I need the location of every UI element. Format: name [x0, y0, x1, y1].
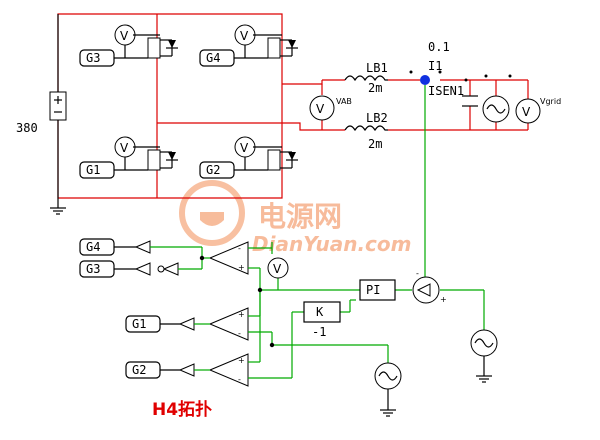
carrier-sine-source — [374, 362, 402, 417]
switch-q2: V G2 — [199, 136, 298, 179]
watermark: 电源网 DianYuan.com — [179, 180, 411, 256]
watermark-en: DianYuan.com — [252, 232, 411, 256]
sensor-label: ISEN1 — [428, 84, 464, 98]
driver-label-g3: G3 — [86, 262, 100, 276]
svg-text:-: - — [238, 244, 241, 253]
watermark-cn: 电源网 — [258, 200, 342, 233]
svg-text:+: + — [440, 295, 447, 304]
lb2-name: LB2 — [366, 111, 388, 125]
summing-junction: + - — [412, 269, 447, 304]
k-label: K — [316, 305, 324, 319]
gate-label-g4: G4 — [206, 51, 220, 65]
inductor-lb2: LB2 2m — [344, 111, 388, 151]
driver-label-g4: G4 — [86, 240, 100, 254]
pi-label: PI — [366, 283, 380, 297]
gate-label-g1: G1 — [86, 163, 100, 177]
control-v-probe: V — [267, 257, 289, 279]
k-value: -1 — [312, 325, 326, 339]
svg-text:-: - — [238, 375, 241, 384]
comparators: - + + - + - — [208, 241, 249, 387]
svg-text:+: + — [238, 310, 245, 319]
current-sensor: 0.1 I1 ISEN1 — [409, 40, 464, 282]
lb1-name: LB1 — [366, 61, 388, 75]
svg-text:V: V — [240, 29, 249, 43]
svg-text:+: + — [238, 356, 245, 365]
svg-text:V: V — [240, 141, 249, 155]
pi-controller: PI — [359, 279, 396, 301]
svg-text:+: + — [238, 263, 245, 272]
vgrid-label: Vgrid — [540, 97, 561, 106]
svg-text:V: V — [120, 141, 129, 155]
inductor-lb1: LB1 2m — [344, 61, 388, 95]
reference-sine-source — [470, 329, 498, 383]
switch-q3: V G3 — [79, 24, 178, 67]
driver-label-g1: G1 — [132, 317, 146, 331]
diagram-title: H4拓扑 — [152, 399, 212, 420]
sensor-gain: 0.1 — [428, 40, 450, 54]
vgrid-meter: V Vgrid — [515, 97, 561, 124]
gate-label-g2: G2 — [206, 163, 220, 177]
vab-meter: V VAB — [309, 95, 352, 121]
driver-label-g2: G2 — [132, 363, 146, 377]
grid-source — [482, 95, 510, 123]
svg-text:V: V — [120, 29, 129, 43]
control-wiring — [150, 242, 485, 379]
svg-text:V: V — [316, 102, 325, 116]
vab-label: VAB — [336, 97, 352, 106]
gate-drivers: G4 G3 G1 G2 — [79, 238, 195, 379]
svg-text:-: - — [416, 269, 419, 278]
lb1-value: 2m — [368, 81, 382, 95]
svg-text:V: V — [273, 262, 282, 276]
switch-q4: V G4 — [199, 24, 298, 67]
svg-text:-: - — [238, 329, 241, 338]
dc-voltage-source: 380 — [16, 14, 67, 198]
dc-voltage-label: 380 — [16, 121, 38, 135]
svg-text:V: V — [522, 105, 531, 119]
lb2-value: 2m — [368, 137, 382, 151]
k-gain-block: K -1 — [303, 301, 341, 339]
gate-label-g3: G3 — [86, 51, 100, 65]
ground-dc — [50, 198, 66, 215]
filter-capacitor — [462, 74, 512, 107]
switch-q1: V G1 — [79, 136, 178, 179]
sensor-name: I1 — [428, 59, 442, 73]
